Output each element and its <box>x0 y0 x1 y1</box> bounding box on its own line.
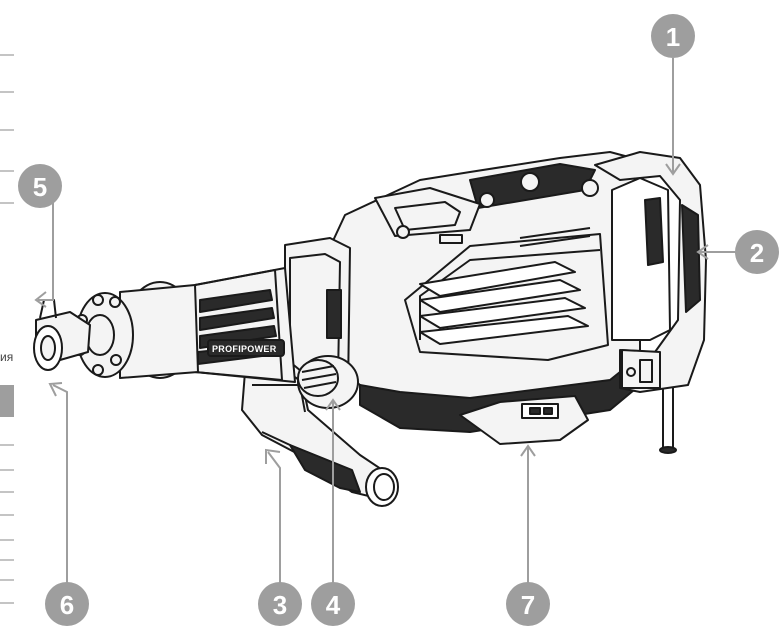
chuck-head <box>33 281 199 379</box>
page-edge-tab <box>0 385 14 417</box>
page-edge-fragment: ия <box>0 350 14 364</box>
rear-handle <box>594 151 707 393</box>
svg-text:3: 3 <box>273 590 287 620</box>
callout-6: 6 <box>45 582 89 626</box>
svg-text:5: 5 <box>33 172 47 202</box>
callout-1: 1 <box>651 14 695 58</box>
rear-leg <box>659 388 677 454</box>
callout-4: 4 <box>311 582 355 626</box>
svg-text:2: 2 <box>750 238 764 268</box>
side-handle-knob <box>297 355 359 409</box>
callout-7: 7 <box>506 582 550 626</box>
callout-2: 2 <box>735 230 779 274</box>
svg-text:4: 4 <box>326 590 341 620</box>
motor-housing <box>319 151 641 445</box>
vent-slats <box>419 261 589 345</box>
svg-text:6: 6 <box>60 590 74 620</box>
leader-lines <box>34 58 735 588</box>
hammer-illustration: PROFIPOWER <box>33 151 707 507</box>
svg-text:1: 1 <box>666 22 680 52</box>
callout-5: 5 <box>18 164 62 208</box>
page-edge-rules <box>0 54 14 604</box>
svg-text:7: 7 <box>521 590 535 620</box>
brand-label: PROFIPOWER <box>212 344 277 354</box>
callout-3: 3 <box>258 582 302 626</box>
